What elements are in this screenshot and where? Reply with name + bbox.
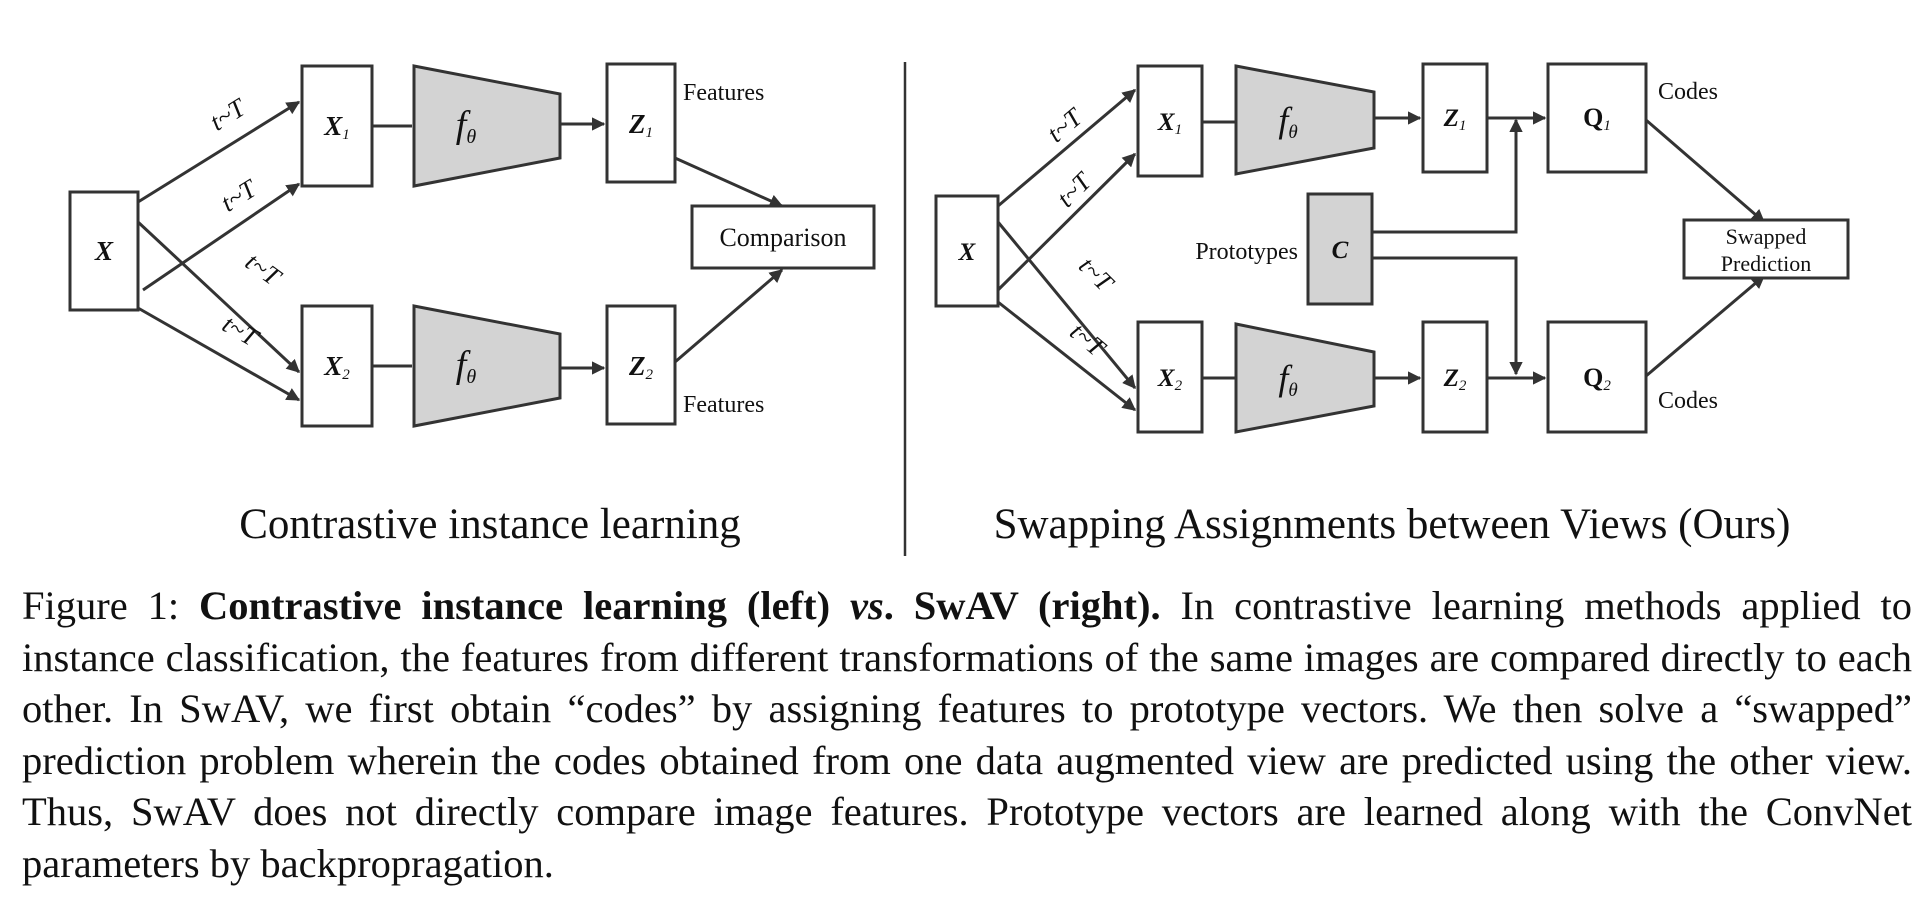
right-transform-label-1: t~T — [1042, 102, 1089, 148]
svg-text:Swapped: Swapped — [1726, 224, 1807, 249]
left-feature-1-to-comparison — [674, 156, 784, 208]
right-panel: X t~T t~T t~T t~T X1 X2 fθ fθ — [934, 62, 1850, 434]
left-aug-arrow-3 — [142, 182, 301, 292]
left-view-1-node: X1 — [300, 64, 374, 188]
figure-caption: Figure 1: Contrastive instance learning … — [22, 580, 1912, 889]
prototypes-to-code-2-arrow — [1372, 256, 1523, 376]
svg-text:Z2: Z2 — [1443, 365, 1467, 394]
code-2-to-swapped-arrow — [1645, 274, 1766, 378]
right-aug-arrow-4 — [997, 300, 1137, 412]
left-transform-label-1: t~T — [205, 92, 252, 136]
prototypes-node: C — [1306, 192, 1374, 306]
right-encoder-top: fθ — [1234, 64, 1376, 176]
caption-bold-vs: vs — [850, 583, 884, 628]
left-transform-label-2: t~T — [216, 173, 263, 217]
code-1-node: Q1 — [1546, 62, 1648, 174]
left-encoder-top: fθ — [412, 64, 562, 188]
prototypes-to-code-1-arrow — [1372, 118, 1523, 234]
svg-text:Q1: Q1 — [1583, 103, 1611, 134]
left-aug-arrow-4 — [137, 306, 301, 402]
left-features-label-bottom: Features — [683, 392, 764, 418]
svg-text:X: X — [958, 239, 977, 266]
caption-bold-title-2: . SwAV (right). — [883, 583, 1161, 628]
left-features-label-top: Features — [683, 80, 764, 106]
left-panel: X t~T t~T t~T t~T X1 X2 fθ fθ — [68, 62, 876, 428]
code-2-node: Q2 — [1546, 320, 1648, 434]
left-input-node: X — [68, 190, 140, 312]
svg-text:Prediction: Prediction — [1721, 251, 1811, 276]
right-view-1-node: X1 — [1136, 64, 1204, 178]
left-panel-title: Contrastive instance learning — [239, 501, 741, 548]
caption-body: In contrastive learning methods applied … — [22, 583, 1913, 886]
caption-bold-title-1: Contrastive instance learning (left) — [199, 583, 850, 628]
right-panel-title: Swapping Assignments between Views (Ours… — [994, 501, 1791, 548]
svg-text:Z1: Z1 — [628, 109, 653, 141]
prototypes-label: Prototypes — [1195, 239, 1298, 265]
svg-text:X: X — [94, 236, 114, 266]
right-transform-label-2: t~T — [1051, 166, 1098, 213]
right-aug-arrow-2 — [996, 221, 1137, 390]
right-input-node: X — [934, 194, 1000, 308]
right-aug-arrow-1 — [997, 88, 1137, 208]
code-1-to-swapped-arrow — [1645, 118, 1766, 224]
svg-text:X2: X2 — [323, 351, 350, 383]
svg-text:Z2: Z2 — [628, 351, 654, 383]
svg-text:C: C — [1332, 237, 1349, 264]
right-feature-2-node: Z2 — [1421, 320, 1489, 434]
svg-text:Q2: Q2 — [1583, 363, 1611, 394]
right-transform-label-4: t~T — [1064, 317, 1111, 363]
swapped-prediction-node: Swapped Prediction — [1682, 218, 1850, 280]
codes-label-bottom: Codes — [1658, 388, 1718, 414]
right-view-2-node: X2 — [1136, 320, 1204, 434]
left-view-2-node: X2 — [300, 304, 374, 428]
svg-text:Z1: Z1 — [1443, 105, 1467, 134]
right-aug-arrow-3 — [996, 152, 1137, 292]
right-feature-1-node: Z1 — [1421, 62, 1489, 174]
svg-text:Comparison: Comparison — [719, 223, 846, 252]
left-feature-2-to-comparison — [674, 268, 784, 364]
caption-prefix: Figure 1: — [22, 583, 200, 628]
left-aug-arrow-2 — [136, 220, 301, 374]
svg-text:X2: X2 — [1157, 365, 1183, 394]
left-encoder-bottom: fθ — [412, 304, 562, 428]
left-transform-label-3: t~T — [240, 247, 287, 292]
svg-text:X1: X1 — [323, 111, 350, 143]
left-transform-label-4: t~T — [218, 309, 265, 353]
comparison-node: Comparison — [690, 204, 876, 270]
left-feature-1-node: Z1 — [605, 62, 677, 184]
left-feature-2-node: Z2 — [605, 304, 677, 426]
left-aug-arrow-1 — [137, 100, 301, 204]
svg-text:X1: X1 — [1157, 109, 1182, 138]
codes-label-top: Codes — [1658, 79, 1718, 105]
swav-figure: X t~T t~T t~T t~T X1 X2 fθ fθ — [68, 62, 1850, 556]
right-transform-label-3: t~T — [1073, 251, 1120, 298]
right-encoder-bottom: fθ — [1234, 322, 1376, 434]
